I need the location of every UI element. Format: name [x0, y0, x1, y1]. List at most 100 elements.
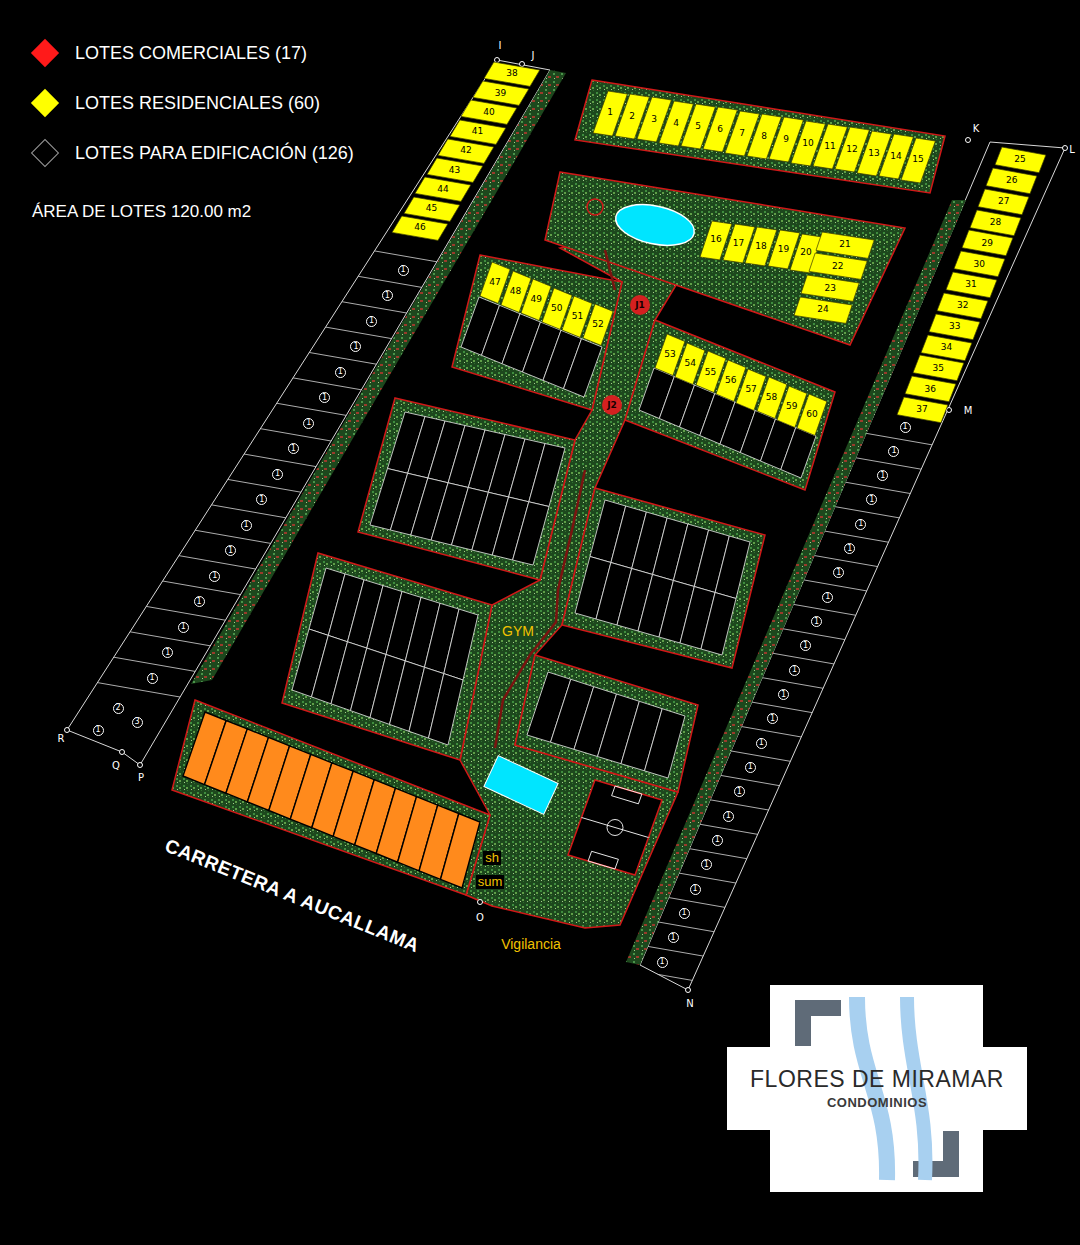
building-lot: [429, 674, 464, 745]
lot-number: 27: [998, 197, 1009, 206]
point-letter-text: L: [1069, 144, 1075, 155]
facility-label: GYM: [500, 624, 536, 639]
building-lot: [715, 536, 750, 599]
callout-number: 1: [778, 689, 789, 700]
facility-label: sum: [476, 875, 505, 889]
lot-outline: [794, 297, 852, 323]
area-note-text: ÁREA DE LOTES 120.00 m2: [32, 202, 251, 221]
survey-point: [138, 763, 143, 768]
lot-number: 17: [733, 239, 744, 248]
lot-number: 31: [965, 280, 976, 289]
callout-number: 1: [319, 392, 330, 403]
callout-number: 1: [398, 265, 409, 276]
callout-number-text: 1: [682, 909, 687, 917]
lot-number: 32: [957, 301, 968, 310]
block: [545, 172, 905, 345]
residential-lot: 23: [801, 275, 859, 301]
block: [358, 398, 575, 580]
lot-number: 18: [755, 242, 766, 251]
residential-lot: 24: [794, 297, 852, 323]
callout-number: 1: [712, 835, 723, 846]
callout-number-text: 1: [291, 445, 296, 453]
legend-swatch: [31, 39, 59, 67]
callout-number-text: 1: [825, 593, 830, 601]
legend-text-text: LOTES COMERCIALES (17): [75, 43, 307, 63]
callout-number-text: 1: [338, 368, 343, 376]
lot-outline: [809, 253, 867, 279]
lot-number: 46: [414, 223, 425, 232]
lot-outline: [905, 376, 956, 402]
lot-number: 48: [510, 287, 521, 296]
callout-number-text: 1: [353, 343, 358, 351]
point-letter-text: J: [532, 50, 535, 61]
callout-number-text: 1: [792, 666, 797, 674]
lot-number: 20: [800, 248, 811, 257]
lot-number: 37: [916, 405, 927, 414]
lot-number: 24: [817, 305, 828, 314]
lot-number: 36: [924, 385, 935, 394]
lot-number: 45: [426, 204, 437, 213]
lot-number: 2: [629, 112, 635, 121]
callout-number: 1: [93, 725, 104, 736]
residential-lot: 28: [970, 210, 1021, 236]
lot-outline: [954, 251, 1005, 277]
lot-outline: [897, 397, 948, 423]
callout-number-text: 1: [759, 739, 764, 747]
logo-title: FLORES DE MIRAMAR: [750, 1066, 1004, 1092]
residential-lot: 35: [913, 355, 964, 381]
residential-lot: 33: [929, 314, 980, 340]
callout-number: 1: [178, 622, 189, 633]
lot-number: 15: [912, 155, 923, 164]
callout-number-text: 1: [847, 545, 852, 553]
point-letter-text: R: [58, 733, 65, 744]
facility-label-text: sh: [485, 850, 499, 865]
callout-number: 1: [723, 811, 734, 822]
point-letter: K: [973, 124, 980, 134]
survey-point: [520, 62, 525, 67]
field-line: [612, 786, 642, 804]
lot-number: 25: [1014, 155, 1025, 164]
residential-lot: 21: [816, 232, 874, 258]
callout-number: 1: [888, 446, 899, 457]
point-letter-text: N: [686, 998, 693, 1009]
lot-number: 8: [761, 132, 767, 141]
callout-number-text: 1: [244, 521, 249, 529]
lot-outline: [995, 147, 1046, 173]
building-lot: [645, 709, 686, 778]
callout-number: 1: [147, 673, 158, 684]
swimming-pool: [484, 756, 558, 815]
callout-number-text: 1: [400, 266, 405, 274]
callout-number: 1: [844, 543, 855, 554]
field-line: [607, 820, 623, 836]
lot-number: 22: [832, 262, 843, 271]
callout-number: 1: [225, 545, 236, 556]
facility-label: sh: [483, 851, 501, 865]
residential-lot: 27: [978, 189, 1029, 215]
survey-point: [65, 728, 70, 733]
point-letter-text: M: [964, 405, 973, 416]
lot-number: 52: [592, 320, 603, 329]
callout-number: 1: [335, 367, 346, 378]
callout-number-text: 1: [385, 292, 390, 300]
block: [282, 553, 492, 760]
callout-number-text: 1: [670, 934, 675, 942]
legend-swatch: [31, 89, 59, 117]
point-letter-text: O: [476, 912, 484, 923]
lot-number: 49: [530, 295, 541, 304]
callout-number-text: 1: [259, 496, 264, 504]
lot-number: 4: [673, 119, 679, 128]
point-letter: R: [58, 734, 65, 744]
callout-number: 1: [767, 713, 778, 724]
point-letter: I: [499, 41, 502, 51]
lot-number: 39: [495, 89, 506, 98]
callout-number: 1: [288, 443, 299, 454]
callout-number: 1: [162, 647, 173, 658]
lot-number: 21: [839, 240, 850, 249]
callout-circle-text: J2: [607, 400, 617, 410]
lot-outline: [583, 304, 613, 345]
callout-number-text: 3: [134, 718, 139, 726]
legend-text: LOTES PARA EDIFICACIÓN (126): [75, 143, 354, 164]
lot-number: 42: [460, 146, 471, 155]
callout-number: 1: [734, 786, 745, 797]
road-name: CARRETERA A AUCALLAMA: [162, 835, 422, 955]
